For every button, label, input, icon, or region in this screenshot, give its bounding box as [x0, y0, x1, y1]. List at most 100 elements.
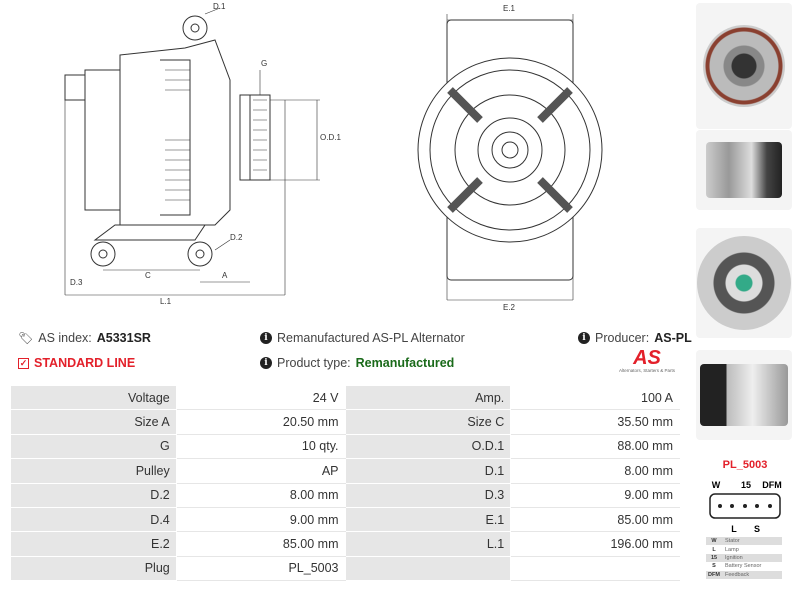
product-photo-rear[interactable] [696, 3, 792, 129]
as-index-label: AS index: [38, 331, 92, 345]
as-index: 🏷 AS index: A5331SR [18, 331, 151, 345]
tags-icon: 🏷 [18, 331, 34, 345]
legend-row: L Lamp [706, 545, 782, 553]
legend-row: DFM Feedback [706, 570, 782, 579]
standard-line: ✓ STANDARD LINE [18, 356, 135, 370]
spec-value: 85.00 mm [510, 506, 680, 533]
spec-label: Voltage [10, 384, 177, 411]
description: i Remanufactured AS-PL Alternator [260, 331, 465, 345]
legend-row: S Battery Sensor [706, 562, 782, 570]
spec-value: 10 qty. [175, 433, 346, 460]
legend-desc: Battery Sensor [725, 563, 762, 570]
info-icon: i [578, 332, 590, 344]
producer: i Producer: AS-PL [578, 331, 692, 345]
spec-label: E.1 [344, 506, 512, 533]
legend-pin: L [712, 546, 716, 553]
spec-label: Plug [10, 555, 177, 582]
legend-desc: Ignition [725, 554, 743, 561]
label-c: C [145, 271, 151, 280]
info-icon: i [260, 357, 272, 369]
spec-value: PL_5003 [175, 555, 346, 582]
product-type: i Product type: Remanufactured [260, 356, 454, 370]
spec-value: 9.00 mm [510, 482, 680, 508]
pin-dfm: DFM [762, 480, 782, 490]
spec-value: 24 V [175, 384, 346, 411]
spec-value: 8.00 mm [510, 458, 680, 484]
spec-label: G [10, 433, 177, 460]
spec-label: D.1 [344, 458, 512, 484]
info-icon: i [260, 332, 272, 344]
label-a: A [222, 271, 228, 280]
label-l1: L.1 [160, 297, 172, 306]
spec-value: 88.00 mm [510, 433, 680, 460]
spec-value: 196.00 mm [510, 531, 680, 557]
legend-row: W Stator [706, 537, 782, 546]
side-view-drawing: D.1 G O.D.1 D.2 D.3 C A L.1 [64, 2, 341, 306]
product-photo-pulley-side[interactable] [696, 350, 792, 440]
spec-label: Amp. [344, 384, 512, 411]
pin-s: S [754, 524, 760, 534]
plug-diagram: W 15 DFM L S [709, 480, 782, 534]
product-photo-front[interactable] [696, 228, 792, 338]
legend-pin: 15 [710, 554, 718, 561]
plug-name: PL_5003 [722, 459, 768, 471]
spec-value: 85.00 mm [175, 531, 346, 557]
label-e1: E.1 [503, 4, 516, 13]
spec-label: Size C [344, 409, 512, 435]
legend-desc: Stator [725, 538, 740, 545]
legend-pin: W [711, 538, 717, 545]
as-index-value: A5331SR [96, 331, 151, 345]
product-photo-side[interactable] [696, 130, 792, 210]
label-d3: D.3 [70, 278, 83, 287]
as-pl-logo: AS Alternators, Starters & Parts [612, 348, 682, 373]
spec-label [344, 555, 512, 582]
producer-label: Producer: [595, 331, 650, 345]
label-d1: D.1 [213, 2, 226, 11]
legend-pin: DFM [708, 571, 720, 578]
pin-15: 15 [741, 480, 751, 490]
spec-label: D.3 [344, 482, 512, 508]
legend-row: 15 Ignition [706, 553, 782, 563]
spec-label: Size A [10, 409, 177, 435]
producer-value: AS-PL [654, 331, 692, 345]
spec-label: O.D.1 [344, 433, 512, 460]
product-type-value: Remanufactured [355, 356, 455, 370]
spec-value: 100 A [510, 384, 680, 411]
spec-value: 9.00 mm [175, 506, 346, 533]
pin-w: W [712, 480, 721, 490]
spec-label: Pulley [10, 458, 177, 484]
legend-desc: Feedback [725, 571, 750, 578]
spec-value: AP [175, 458, 346, 484]
description-text: Remanufactured AS-PL Alternator [277, 331, 465, 345]
spec-value: 35.50 mm [510, 409, 680, 435]
checkbox-icon: ✓ [18, 357, 29, 369]
legend-desc: Lamp [725, 546, 739, 553]
label-od1: O.D.1 [320, 133, 341, 142]
spec-label: L.1 [344, 531, 512, 557]
spec-value [510, 555, 680, 582]
pin-l: L [731, 524, 737, 534]
line-label: STANDARD LINE [34, 356, 136, 370]
label-e2: E.2 [503, 303, 516, 312]
label-d2: D.2 [230, 233, 243, 242]
spec-label: E.2 [10, 531, 177, 557]
front-view-drawing: E.1 E.2 [417, 4, 603, 312]
legend-pin: S [712, 563, 716, 570]
logo-mark: AS [612, 348, 682, 368]
spec-label: D.2 [10, 482, 177, 508]
spec-label: D.4 [10, 506, 177, 533]
label-g: G [261, 59, 267, 68]
product-type-label: Product type: [277, 356, 351, 370]
spec-value: 8.00 mm [175, 482, 346, 508]
logo-tagline: Alternators, Starters & Parts [618, 368, 676, 373]
